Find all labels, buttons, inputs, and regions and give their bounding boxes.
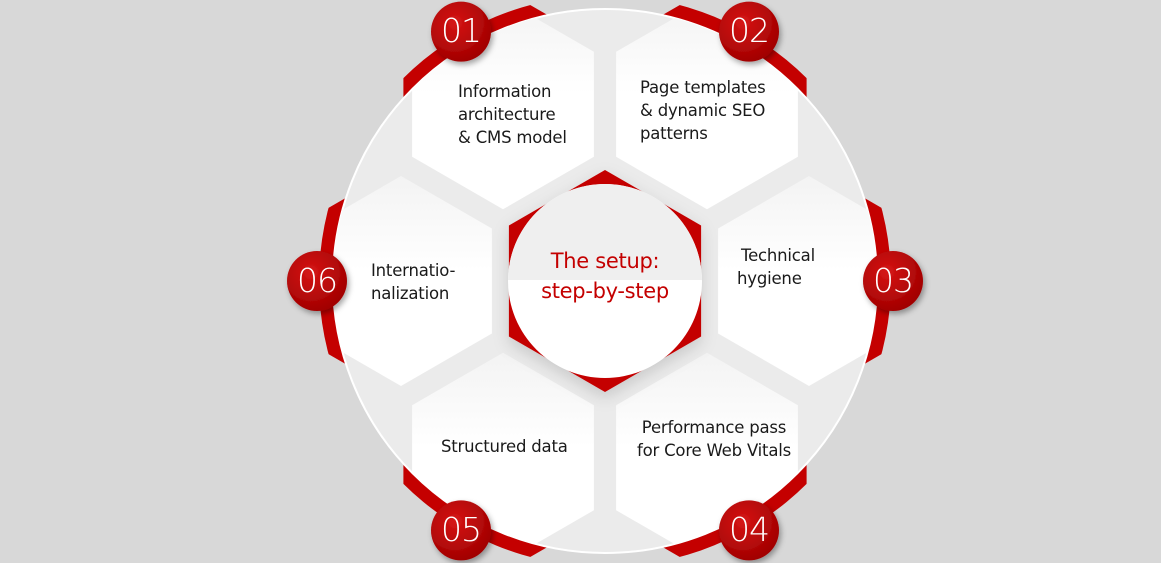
- step-04-line: Performance pass: [641, 418, 787, 437]
- step-01-line: & CMS model: [458, 128, 567, 147]
- center-title-line-2: step-by-step: [541, 279, 669, 303]
- badge-number-02: 02: [729, 11, 770, 51]
- badge-number-03: 03: [873, 260, 914, 300]
- step-05-label: Structured data: [441, 435, 568, 458]
- step-02-label: Page templates & dynamic SEO patterns: [640, 76, 766, 145]
- step-02-line: Page templates: [640, 78, 766, 97]
- step-03-line: Technical: [741, 246, 815, 265]
- badge-03: [863, 251, 923, 311]
- badge-04: [719, 500, 779, 561]
- center-title: The setup: step-by-step: [505, 246, 705, 306]
- badge-circle-icon: [863, 251, 923, 311]
- badge-05: [431, 500, 491, 561]
- number-badges: [287, 1, 923, 561]
- badge-02: [719, 1, 779, 62]
- step-03-label: Technical hygiene: [737, 244, 815, 290]
- badge-06: [287, 251, 347, 311]
- center-circle-top-shade: [508, 184, 702, 280]
- badge-circle-icon: [431, 1, 491, 62]
- badge-circle-icon: [431, 500, 491, 561]
- step-02-line: & dynamic SEO: [640, 101, 766, 120]
- hex-tile-03: [718, 176, 877, 386]
- step-01-line: architecture: [458, 105, 556, 124]
- badge-circle-icon: [719, 500, 779, 561]
- step-06-line: Internatio-: [371, 261, 456, 280]
- step-02-line: patterns: [640, 124, 708, 143]
- badge-number-01: 01: [441, 11, 482, 51]
- step-01-label: Information architecture & CMS model: [458, 80, 567, 149]
- hex-tile-06: [333, 176, 492, 386]
- badge-01: [431, 1, 491, 62]
- step-04-line: for Core Web Vitals: [636, 441, 792, 460]
- step-01-line: Information: [458, 82, 552, 101]
- badge-number-05: 05: [441, 509, 482, 549]
- step-04-label: Performance pass for Core Web Vitals: [630, 416, 798, 462]
- center-title-line-1: The setup:: [550, 249, 660, 273]
- badge-number-04: 04: [729, 509, 770, 549]
- badge-number-06: 06: [297, 260, 338, 300]
- step-06-label: Internatio- nalization: [371, 259, 455, 305]
- step-03-line: hygiene: [737, 269, 802, 288]
- badge-circle-icon: [287, 251, 347, 311]
- step-05-line: Structured data: [441, 437, 568, 456]
- step-06-line: nalization: [371, 284, 450, 303]
- center-hub: [508, 170, 702, 392]
- badge-circle-icon: [719, 1, 779, 62]
